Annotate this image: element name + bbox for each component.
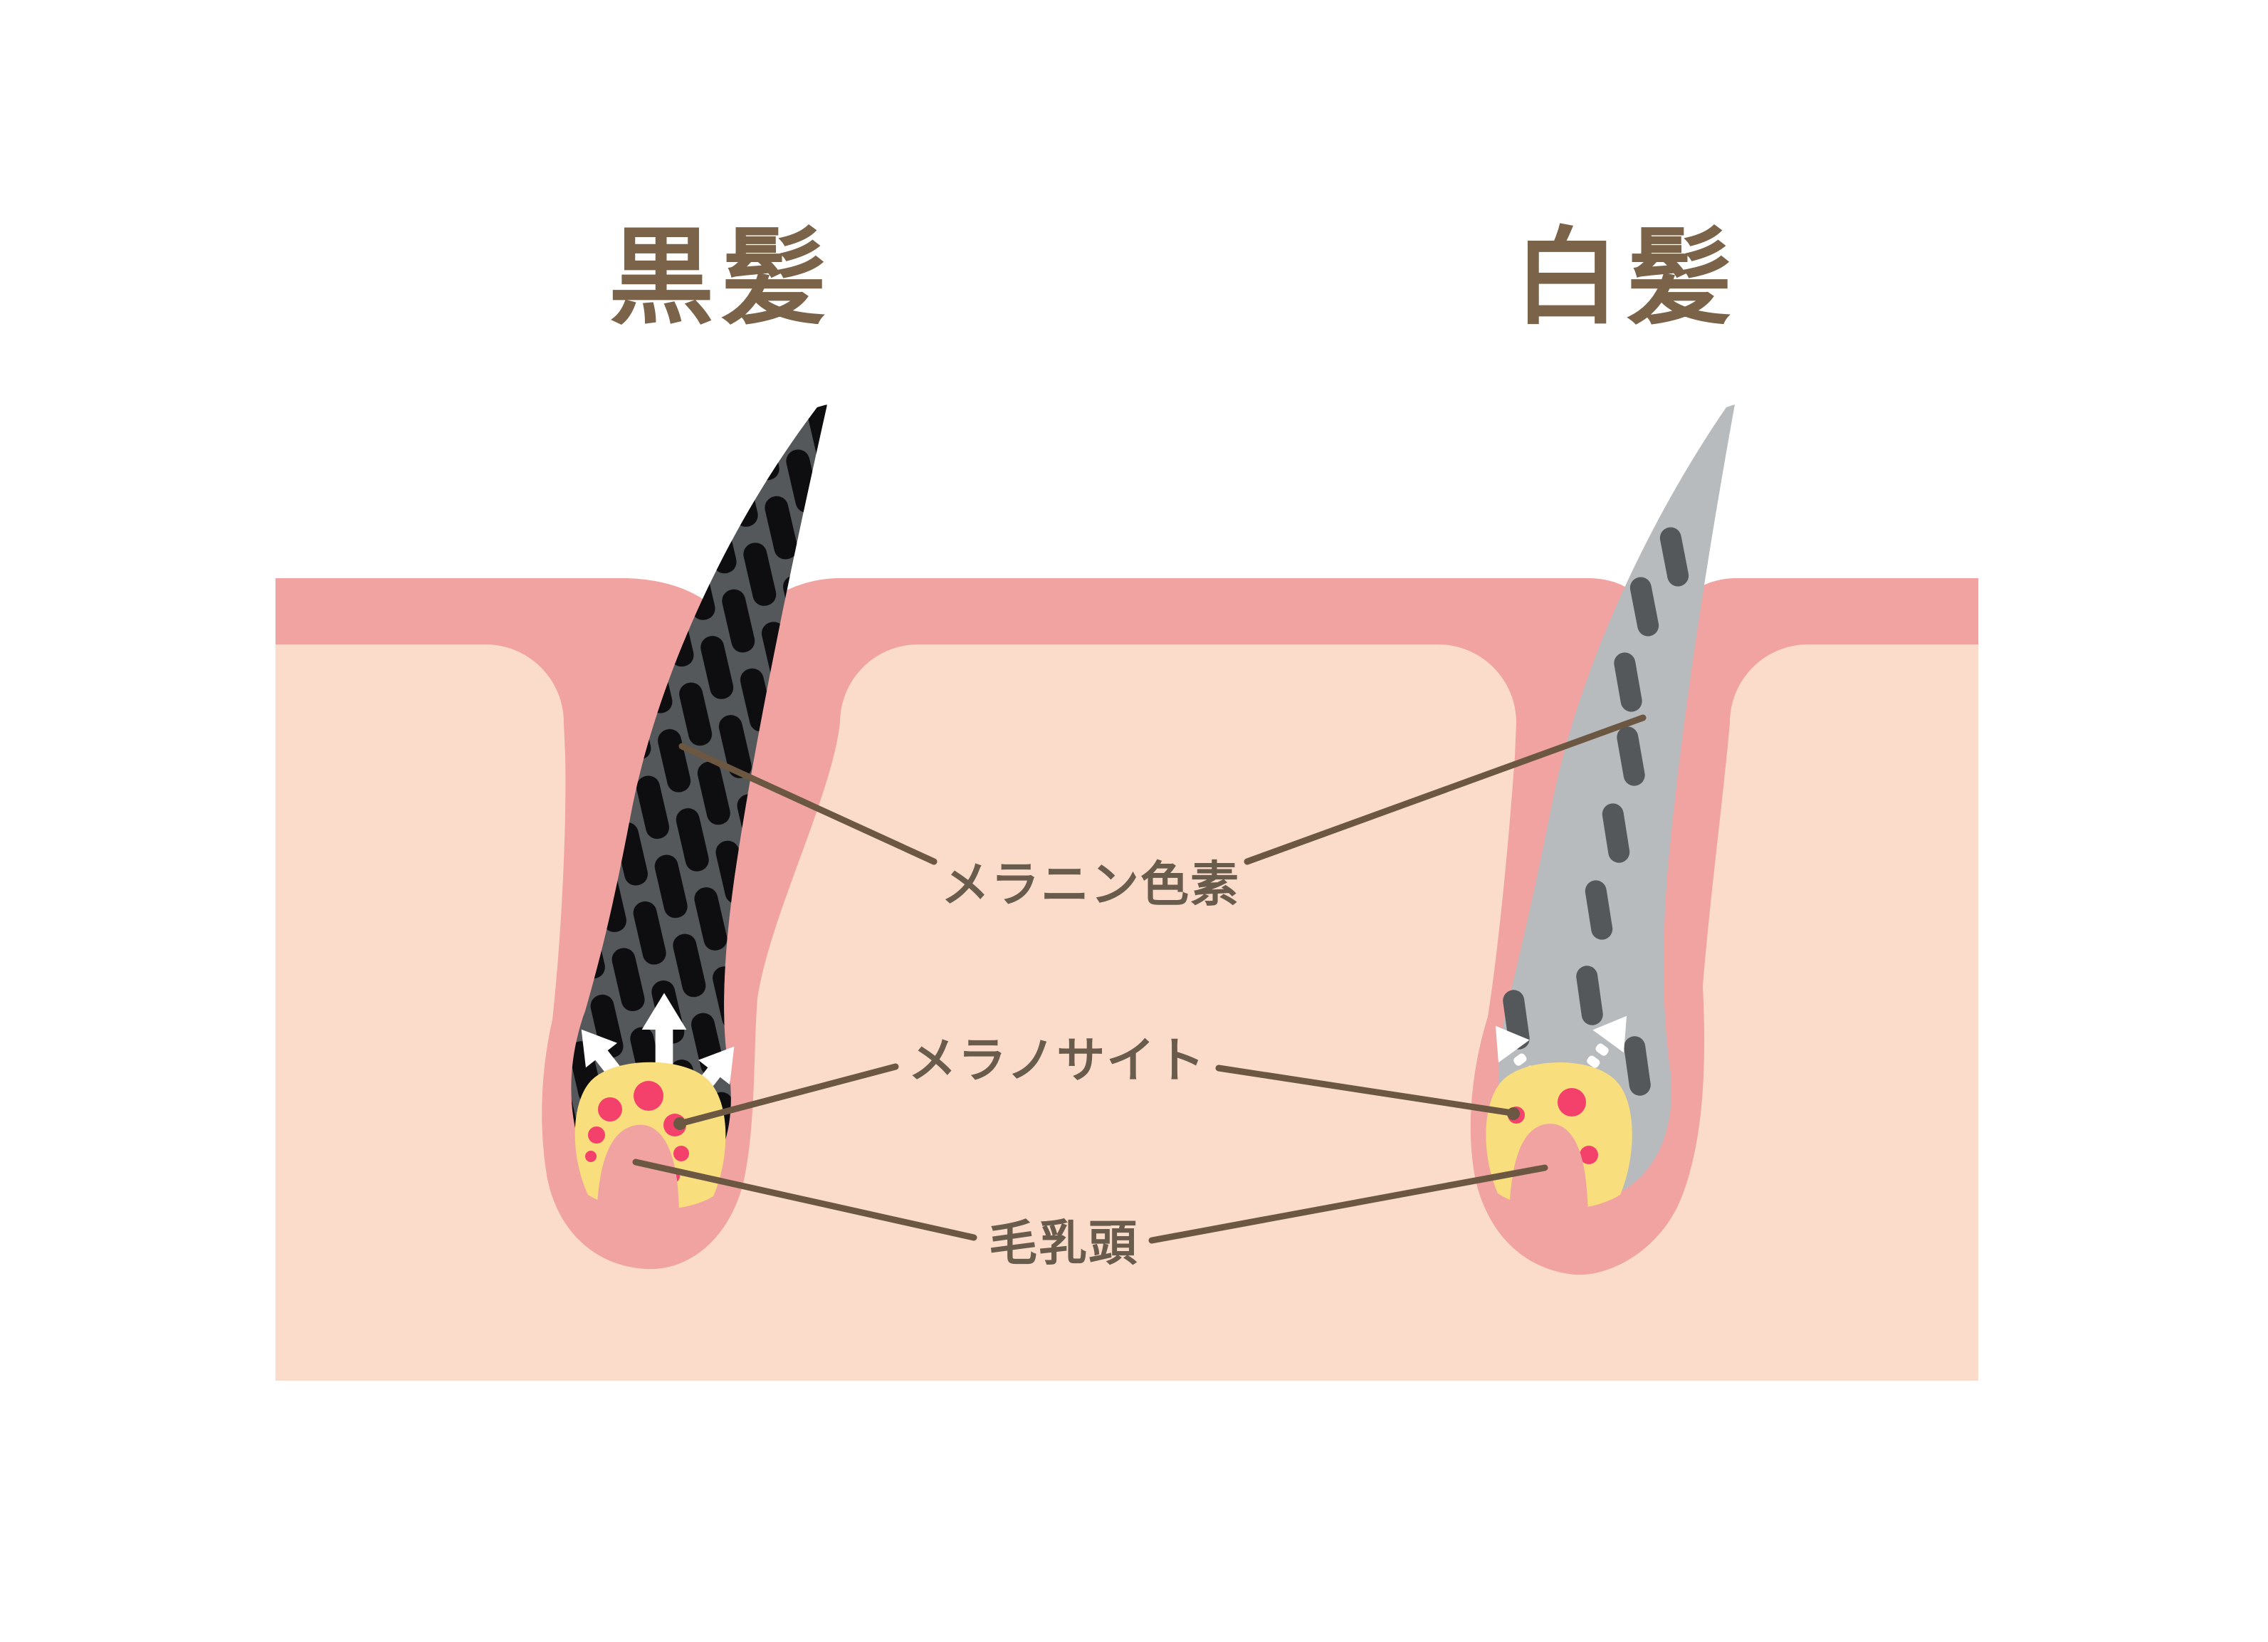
title-black-hair: 黒髪 [609, 216, 834, 339]
melanocyte-line-right [1215, 1065, 1516, 1117]
label-melanin-pigment: メラニン色素 [941, 857, 1240, 914]
melanin-line-left [678, 743, 938, 865]
hair-papilla-left [596, 1124, 680, 1248]
hair-papilla-right [1508, 1124, 1589, 1243]
label-melanocyte: メラノサイト [908, 1033, 1207, 1089]
white-hair-follicle [1480, 404, 1735, 1243]
label-hair-papilla: 毛乳頭 [989, 1216, 1138, 1272]
white-hair-shaft [1498, 404, 1735, 1201]
melanocyte-pointer-dot-right [1507, 1107, 1520, 1120]
papilla-line-left [632, 1159, 977, 1241]
melanocyte-pointer-dot-left [673, 1117, 686, 1130]
melanin-line-right [1244, 714, 1647, 865]
black-hair-follicle [565, 404, 827, 1248]
papilla-line-right [1148, 1164, 1548, 1244]
leader-lines [632, 714, 1647, 1244]
melanin-granules-dense [571, 404, 827, 1201]
melanocyte-line-left [676, 1063, 899, 1127]
title-white-hair: 白髪 [1514, 216, 1739, 339]
melanin-granules-sparse [1503, 527, 1689, 1096]
